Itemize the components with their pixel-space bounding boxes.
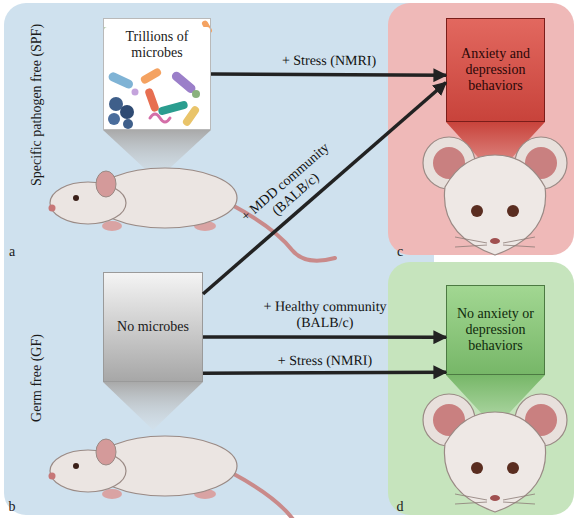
group-label: Germ free (GF) — [30, 334, 44, 422]
arrow-label: + Healthy community (BALB/c) — [250, 299, 400, 331]
microbe — [139, 67, 162, 85]
node-text: Trillions of microbes — [104, 27, 210, 63]
arrow-connector — [211, 74, 446, 75]
arrow-connector — [203, 82, 446, 294]
microbe-panel — [103, 18, 211, 130]
microbe — [123, 119, 133, 129]
arrow-label: + MDD community (BALB/c) — [231, 134, 350, 244]
panel-letter: d — [397, 500, 404, 514]
panel-background — [388, 262, 574, 515]
arrow-connector — [203, 335, 446, 339]
microbe — [132, 89, 139, 96]
mouse-face-illustration — [423, 137, 567, 255]
arrow-label: + Stress (NMRI) — [249, 352, 399, 369]
germ-free-box: No microbes — [103, 272, 203, 382]
panel-letter: a — [9, 245, 15, 259]
microbe-illustration — [103, 19, 213, 129]
outcome-box: Anxiety and depression behaviors — [446, 18, 545, 122]
microbe — [150, 114, 170, 122]
node-text: No anxiety or depression behaviors — [453, 306, 538, 354]
panel-background — [388, 3, 574, 255]
microbe — [120, 105, 134, 119]
panel-letter: b — [9, 500, 16, 514]
node-text: No microbes — [117, 319, 189, 335]
arrow-label: + Stress (NMRI) — [264, 52, 394, 69]
microbe — [181, 105, 200, 128]
microbe — [108, 113, 120, 125]
pointer-triangle — [103, 382, 203, 430]
arrow-connector — [203, 371, 446, 375]
group-label: Specific pathogen free (SPF) — [30, 24, 44, 186]
microbe — [192, 90, 200, 98]
mouse-illustration — [49, 436, 336, 518]
microbe — [144, 87, 160, 112]
node-text: Anxiety and depression behaviors — [453, 46, 538, 94]
microbe-community-box: Trillions of microbes — [103, 18, 211, 130]
panel-letter: c — [397, 245, 403, 259]
microbe — [170, 70, 197, 95]
microbe — [107, 71, 134, 90]
panel-background — [4, 3, 434, 515]
mouse-face-illustration — [423, 394, 567, 512]
microbe — [157, 100, 188, 115]
outcome-box: No anxiety or depression behaviors — [446, 285, 545, 375]
